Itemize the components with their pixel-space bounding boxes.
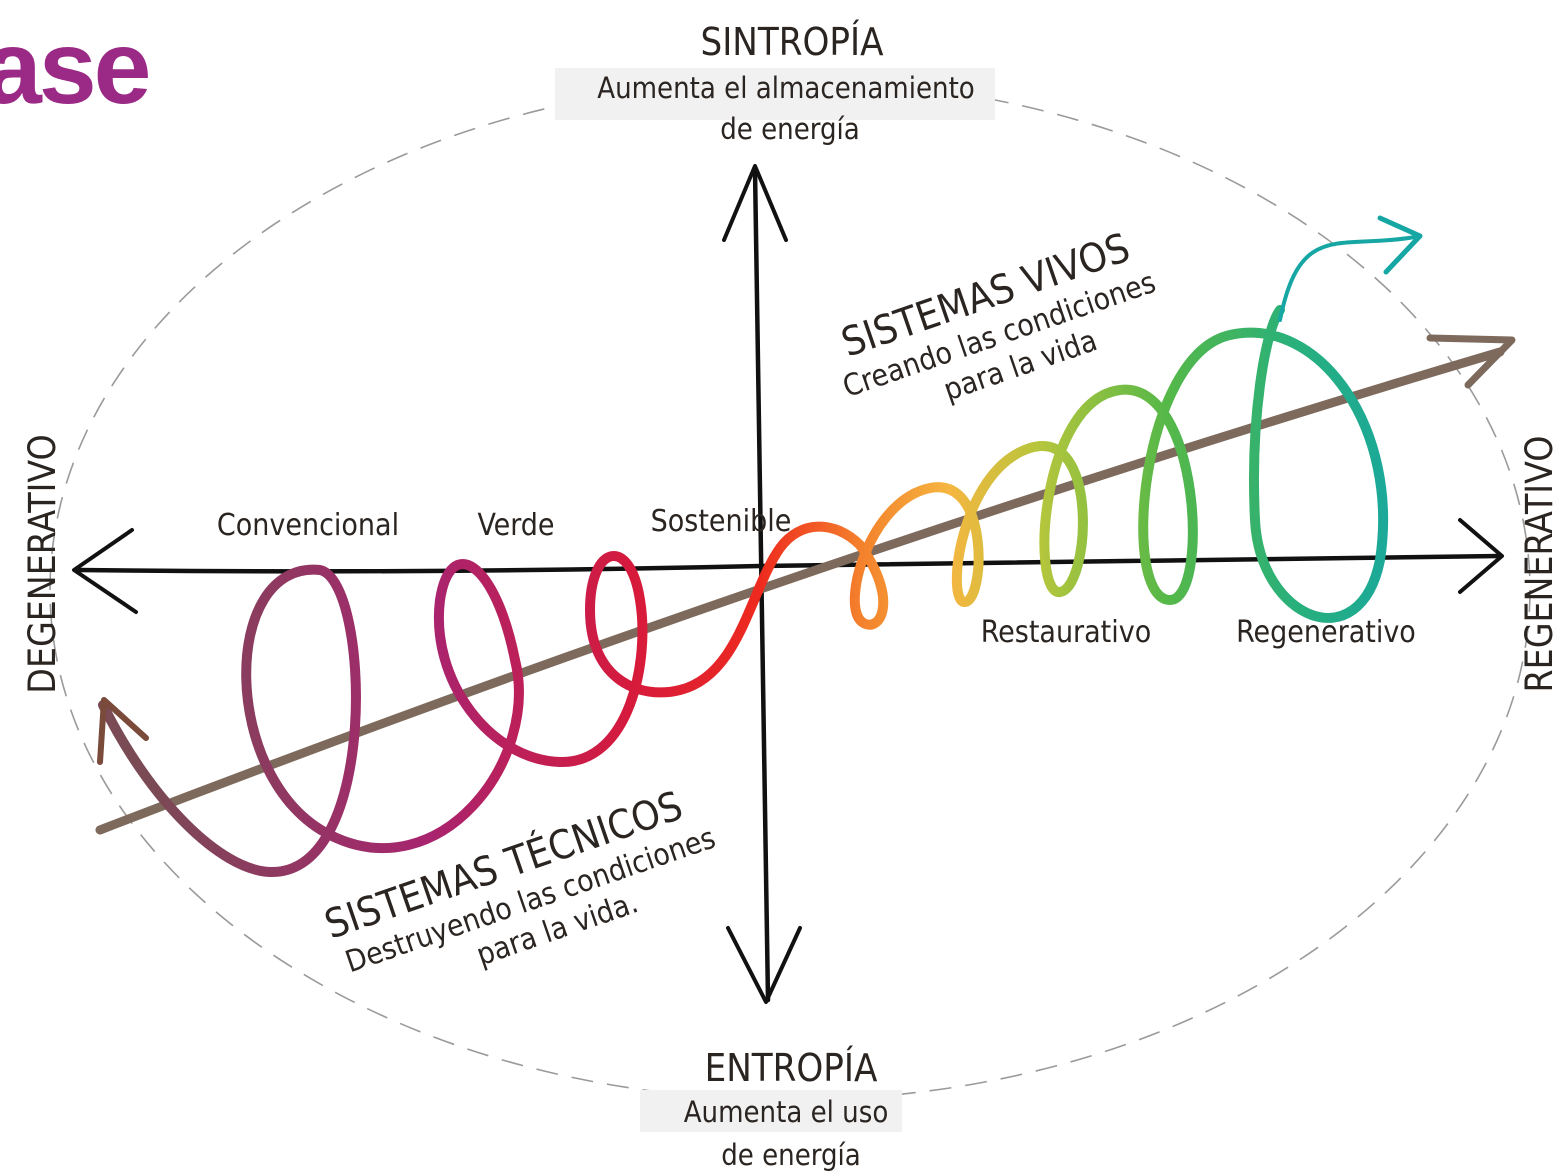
technical-systems-label-group: SISTEMAS TÉCNICOS Destruyendo las condic… bbox=[319, 781, 720, 980]
entropia-line-1: Aumenta el uso bbox=[684, 1095, 889, 1129]
bottom-label-backdrop bbox=[640, 1090, 902, 1132]
entropia-title: ENTROPÍA bbox=[705, 1046, 878, 1090]
stage-label-restaurativo: Restaurativo bbox=[981, 615, 1151, 650]
regenerativo-side-label: REGENERATIVO bbox=[1518, 436, 1561, 693]
stage-label-sostenible: Sostenible bbox=[651, 504, 792, 539]
trend-arrowhead bbox=[1426, 334, 1516, 389]
spiral-curve bbox=[98, 305, 1389, 878]
left-arrowhead bbox=[72, 528, 138, 614]
brand-logo-text: ase bbox=[0, 10, 149, 126]
stage-label-verde: Verde bbox=[477, 508, 554, 543]
degenerative-arrowhead bbox=[97, 697, 149, 765]
right-arrowhead bbox=[1458, 518, 1504, 594]
sintropia-line-1: Aumenta el almacenamiento bbox=[597, 71, 975, 105]
spiral-teal-tail bbox=[1278, 235, 1417, 322]
sintropia-line-2: de energía bbox=[720, 112, 860, 146]
stage-label-convencional: Convencional bbox=[217, 508, 399, 543]
teal-arrowhead bbox=[1377, 215, 1423, 275]
living-systems-label-group: SISTEMAS VIVOS Creando las condiciones p… bbox=[836, 225, 1160, 408]
top-arrowhead bbox=[722, 164, 788, 242]
sintropia-title: SINTROPÍA bbox=[701, 20, 885, 64]
trend-line bbox=[95, 347, 1505, 835]
degenerativo-label: DEGENERATIVO bbox=[21, 434, 64, 693]
stage-label-regenerativo: Regenerativo bbox=[1236, 615, 1416, 650]
top-label-backdrop bbox=[555, 68, 995, 120]
entropia-line-2: de energía bbox=[721, 1138, 861, 1172]
bottom-arrowhead bbox=[726, 926, 802, 1004]
